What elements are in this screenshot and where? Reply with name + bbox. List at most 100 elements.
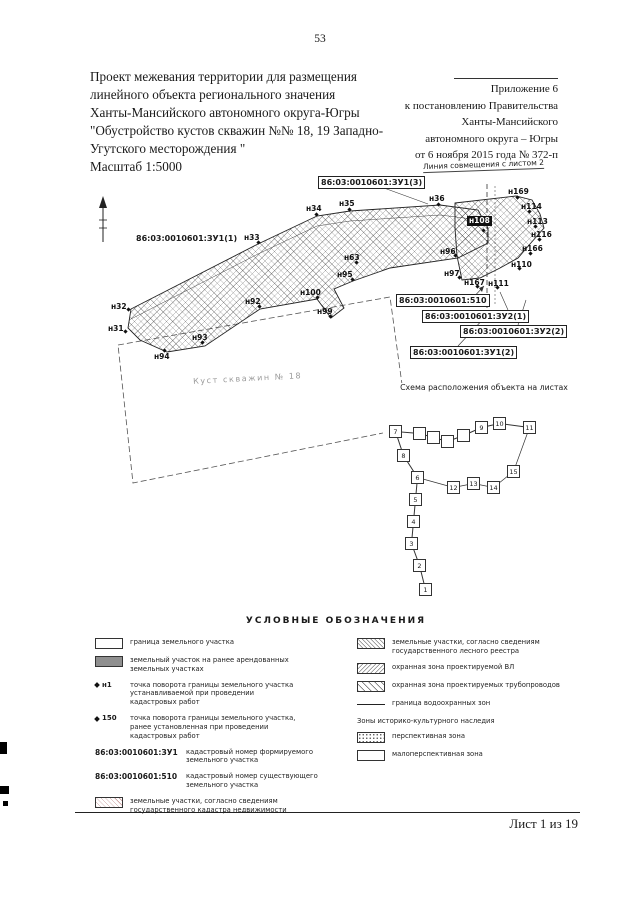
north-arrow-icon xyxy=(99,196,107,242)
parcel-number-label: 86:03:0010601:510 xyxy=(396,294,490,307)
legend-row: Зоны историко-культурного наследия xyxy=(357,717,573,726)
turning-point-icon xyxy=(94,682,100,688)
inset-sheet: 3 xyxy=(405,537,418,550)
map-point-label: н169 xyxy=(508,187,529,196)
map-point-label: н34 xyxy=(306,204,322,213)
legend-text: точка поворота границы земельного участк… xyxy=(130,680,294,707)
legend-text: земельные участки, согласно сведениям го… xyxy=(130,796,287,814)
footer-rule xyxy=(75,812,580,813)
inset-title: Схема расположения объекта на листах xyxy=(400,383,568,392)
scan-artifact xyxy=(3,801,8,806)
parcel-number-label: 86:03:0010601:ЗУ2(2) xyxy=(460,325,568,338)
legend-text: кадастровый номер формируемого земельног… xyxy=(186,747,314,765)
inset-sheet xyxy=(427,431,440,444)
map-point-label: н113 xyxy=(527,217,548,226)
legend-symbol-outline xyxy=(95,638,123,649)
map-point-label: н35 xyxy=(339,199,355,208)
legend-symbol-gray xyxy=(95,656,123,667)
map-point-label: н92 xyxy=(245,297,261,306)
map-point-label: н166 xyxy=(522,244,543,253)
map-point-label: н167 xyxy=(464,278,485,287)
legend-row: граница водоохранных зон xyxy=(357,698,573,710)
inset-sheet: 2 xyxy=(413,559,426,572)
inset-sheet: 5 xyxy=(409,493,422,506)
legend-row: перспективная зона xyxy=(357,732,573,744)
inset-sheet: 15 xyxy=(507,465,520,478)
legend-symbol-point: 150 xyxy=(94,714,123,723)
inset-sheet: 7 xyxy=(389,425,402,438)
legend-row: граница земельного участка xyxy=(95,638,343,649)
inset-sheet: 12 xyxy=(447,481,460,494)
legend-title: УСЛОВНЫЕ ОБОЗНАЧЕНИЯ xyxy=(245,616,427,626)
map-point-label: н114 xyxy=(521,202,542,211)
inset-sheet: 11 xyxy=(523,421,536,434)
map-point-label: н63 xyxy=(344,253,360,262)
legend-symbol-text: 86:03:0010601:ЗУ1 xyxy=(95,747,178,757)
legend-text: земельные участки, согласно сведениям го… xyxy=(392,638,540,655)
appendix-rule xyxy=(454,78,558,79)
legend-text: точка поворота границы земельного участк… xyxy=(130,714,296,740)
legend-text: охранная зона проектируемых трубопроводо… xyxy=(392,680,560,689)
map-point-label: н110 xyxy=(511,260,532,269)
legend-text: охранная зона проектируемой ВЛ xyxy=(392,662,515,671)
appendix-note: Приложение 6 к постановлению Правительст… xyxy=(404,83,558,161)
legend-row: земельный участок на ранее арендованных … xyxy=(95,656,343,674)
map-point-label: н108 xyxy=(467,216,492,226)
inset-sheet: 9 xyxy=(475,421,488,434)
legend-text: земельный участок на ранее арендованных … xyxy=(130,656,289,673)
legend-text: граница земельного участка xyxy=(130,638,234,646)
legend-symbol-hatch-c xyxy=(357,680,385,692)
document-title: Проект межевания территории для размещен… xyxy=(90,69,384,174)
map-point-label: н31 xyxy=(108,324,124,333)
legend-symbol-hatch-rose xyxy=(95,796,123,808)
legend-text: малоперспективная зона xyxy=(392,750,483,759)
inset-sheet: 10 xyxy=(493,417,506,430)
legend-row: н1 точка поворота границы земельного учас… xyxy=(94,680,343,707)
map-point-label: н116 xyxy=(531,230,552,239)
legend-row: 150 точка поворота границы земельного уча… xyxy=(94,714,343,740)
legend-symbol-hatch-a xyxy=(357,638,385,649)
inset-sheet: 13 xyxy=(467,477,480,490)
legend-row: охранная зона проектируемой ВЛ xyxy=(357,662,573,674)
inset-sheet xyxy=(413,427,426,440)
legend-symbol-dots xyxy=(357,732,385,744)
map-point-marker xyxy=(480,227,486,233)
inset-sheet: 8 xyxy=(397,449,410,462)
map-point-label: н36 xyxy=(429,194,445,203)
legend-row: охранная зона проектируемых трубопроводо… xyxy=(357,680,573,692)
map-point-label: н96 xyxy=(440,247,456,256)
map-point-label: н111 xyxy=(488,279,509,288)
legend-symbol-point: н1 xyxy=(94,680,123,690)
legend-left-column: граница земельного участка земельный учас… xyxy=(94,638,343,815)
legend-section-header: Зоны историко-культурного наследия xyxy=(357,716,495,725)
map-point-label: н32 xyxy=(111,302,127,311)
turning-point-marker-label: 150 xyxy=(102,714,117,723)
map-point-label: н93 xyxy=(192,333,208,342)
legend-text: граница водоохранных зон xyxy=(392,698,491,707)
scan-artifact xyxy=(0,786,9,794)
scan-artifact xyxy=(0,742,7,754)
parcel-number-label: 86:03:0010601:ЗУ2(1) xyxy=(422,310,530,323)
parcel-number-label: 86:03:0010601:ЗУ1(1) xyxy=(136,234,238,244)
map-point-label: н100 xyxy=(300,288,321,297)
legend-symbol-line xyxy=(357,698,385,710)
parcel-number-label: 86:03:0010601:ЗУ1(2) xyxy=(410,346,518,359)
inset-sheet xyxy=(441,435,454,448)
map-point-label: н94 xyxy=(154,352,170,361)
parcel-number-label: 86:03:0010601:ЗУ1(3) xyxy=(318,176,426,189)
map-point-label: н99 xyxy=(317,307,333,316)
legend-text: кадастровый номер существующего земельно… xyxy=(186,772,318,790)
legend-symbol-blank xyxy=(357,750,385,762)
legend-text: перспективная зона xyxy=(392,732,466,741)
map-point-label: н95 xyxy=(337,270,353,279)
inset-sheet: 4 xyxy=(407,515,420,528)
legend-right-column: земельные участки, согласно сведениям го… xyxy=(357,638,573,815)
inset-sheet xyxy=(457,429,470,442)
legend-row: земельные участки, согласно сведениям го… xyxy=(95,796,343,815)
turning-point-marker-label: н1 xyxy=(102,680,112,689)
